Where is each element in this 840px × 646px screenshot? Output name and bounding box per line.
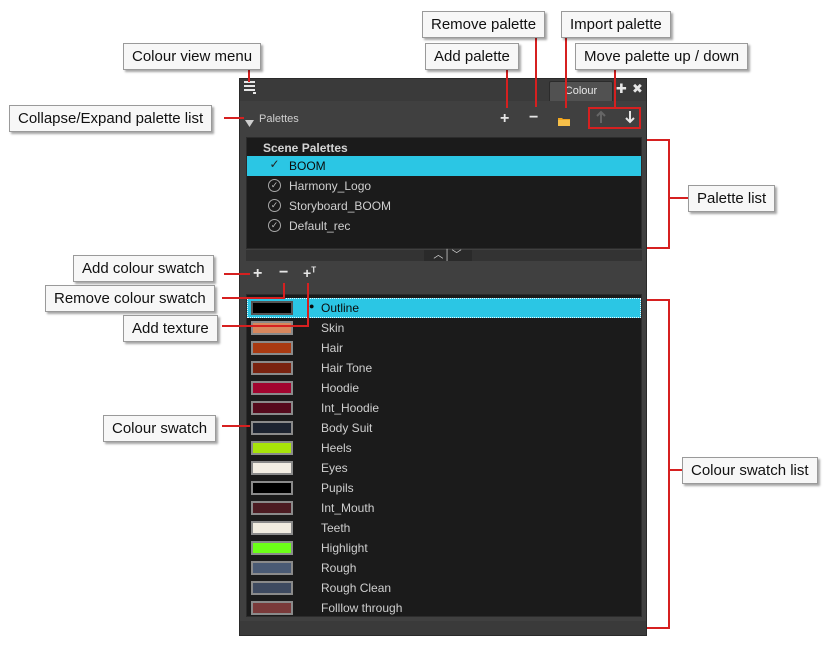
swatch-row[interactable]: Int_Mouth (247, 498, 641, 518)
swatch-name: Int_Mouth (321, 501, 375, 515)
swatch-row[interactable]: Hair (247, 338, 641, 358)
colour-swatch[interactable] (251, 481, 293, 495)
swatch-name: Hoodie (321, 381, 360, 395)
plus-icon[interactable]: ✚ (616, 81, 627, 96)
palette-item[interactable]: ✓ BOOM (247, 156, 641, 176)
minus-icon[interactable]: − (279, 264, 289, 281)
swatch-name: Rough (321, 561, 357, 575)
hamburger-menu-icon[interactable] (244, 80, 256, 97)
swatch-row[interactable]: Folllow through (247, 598, 641, 618)
colour-swatch[interactable] (251, 521, 293, 535)
checkmark-icon: ✓ (268, 179, 281, 192)
callout-remove-colour-swatch: Remove colour swatch (45, 285, 215, 312)
colour-swatch[interactable] (251, 301, 293, 315)
arrow-down-icon[interactable] (625, 110, 635, 129)
callout-remove-palette: Remove palette (422, 11, 546, 38)
swatch-name: Body Suit (321, 421, 373, 435)
colour-swatch[interactable] (251, 581, 293, 595)
swatch-name: Rough Clean (321, 581, 392, 595)
colour-swatch[interactable] (251, 401, 293, 415)
swatch-row[interactable]: Highlight (247, 538, 641, 558)
swatch-row[interactable]: Rough Clean (247, 578, 641, 598)
colour-swatch[interactable] (251, 381, 293, 395)
palette-name: Storyboard_BOOM (289, 199, 392, 213)
swatch-row[interactable]: Heels (247, 438, 641, 458)
callout-collapse-expand: Collapse/Expand palette list (9, 105, 213, 132)
palettes-label: Palettes (259, 113, 299, 125)
swatch-row[interactable]: Rough (247, 558, 641, 578)
colour-swatch[interactable] (251, 501, 293, 515)
swatch-row[interactable]: Hair Tone (247, 358, 641, 378)
minus-icon[interactable]: − (529, 109, 539, 126)
swatch-name: Hair (321, 341, 344, 355)
swatch-name: Int_Hoodie (321, 401, 380, 415)
panel-tab-bar: Colour ✚ ✖ (240, 79, 646, 101)
swatch-name: Outline (321, 301, 360, 315)
palette-list-resize-bar[interactable]: ︿│﹀ (246, 250, 642, 261)
checkmark-icon: ✓ (269, 157, 280, 171)
palette-list-header: Scene Palettes (263, 141, 348, 155)
checkmark-icon: ✓ (268, 199, 281, 212)
swatch-row[interactable]: Skin (247, 318, 641, 338)
swatch-name: Pupils (321, 481, 354, 495)
colour-swatch[interactable] (251, 421, 293, 435)
callout-add-palette: Add palette (425, 43, 519, 70)
swatch-name: Teeth (321, 521, 351, 535)
bullet-icon: ● (309, 301, 315, 311)
palette-item[interactable]: ✓ Storyboard_BOOM (247, 196, 641, 216)
colour-view-panel: Colour ✚ ✖ Palettes + − Scene Palettes ✓… (239, 78, 647, 636)
chevron-up-down-icon[interactable]: ︿│﹀ (424, 250, 472, 261)
swatch-row[interactable]: Body Suit (247, 418, 641, 438)
palette-name: Harmony_Logo (289, 179, 372, 193)
collapse-expand-triangle-icon[interactable] (245, 114, 254, 132)
swatch-row[interactable]: Int_Hoodie (247, 398, 641, 418)
checkmark-icon: ✓ (268, 219, 281, 232)
add-texture-icon[interactable]: +T (303, 265, 317, 281)
swatch-row[interactable]: Eyes (247, 458, 641, 478)
swatch-name: Eyes (321, 461, 348, 475)
callout-colour-swatch: Colour swatch (103, 415, 217, 442)
plus-icon[interactable]: + (253, 265, 263, 282)
swatch-name: Folllow through (321, 601, 403, 615)
colour-swatch[interactable] (251, 321, 293, 335)
arrow-up-icon[interactable] (596, 110, 606, 129)
swatch-row[interactable]: Hoodie (247, 378, 641, 398)
colour-swatch[interactable] (251, 541, 293, 555)
palette-item[interactable]: ✓ Default_rec (247, 216, 641, 236)
panel-bottom-bar (240, 621, 646, 635)
swatch-name: Hair Tone (321, 361, 373, 375)
swatch-name: Highlight (321, 541, 368, 555)
swatch-row[interactable]: ● Outline (247, 298, 641, 318)
palette-name: BOOM (289, 159, 326, 173)
swatch-name: Heels (321, 441, 352, 455)
colour-swatch[interactable] (251, 561, 293, 575)
colour-swatch[interactable] (251, 601, 293, 615)
close-icon[interactable]: ✖ (632, 81, 643, 96)
colour-swatch[interactable] (251, 441, 293, 455)
swatch-row[interactable]: Teeth (247, 518, 641, 538)
colour-swatch[interactable] (251, 341, 293, 355)
callout-colour-view-menu: Colour view menu (123, 43, 262, 70)
colour-swatch[interactable] (251, 361, 293, 375)
tab-colour[interactable]: Colour (549, 81, 613, 101)
swatch-name: Skin (321, 321, 345, 335)
callout-import-palette: Import palette (561, 11, 671, 38)
plus-icon[interactable]: + (500, 110, 510, 127)
swatch-row[interactable]: Pupils (247, 478, 641, 498)
palette-name: Default_rec (289, 219, 351, 233)
callout-add-colour-swatch: Add colour swatch (73, 255, 214, 282)
palette-item[interactable]: ✓ Harmony_Logo (247, 176, 641, 196)
callout-colour-swatch-list: Colour swatch list (682, 457, 818, 484)
colour-swatch-list: ● Outline Skin Hair Hair Tone Hoodie Int… (246, 294, 642, 617)
palette-list: Scene Palettes ✓ BOOM ✓ Harmony_Logo ✓ S… (246, 137, 642, 249)
folder-icon[interactable] (558, 113, 570, 131)
callout-move-palette: Move palette up / down (575, 43, 749, 70)
callout-add-texture: Add texture (123, 315, 218, 342)
callout-palette-list: Palette list (688, 185, 776, 212)
colour-swatch[interactable] (251, 461, 293, 475)
